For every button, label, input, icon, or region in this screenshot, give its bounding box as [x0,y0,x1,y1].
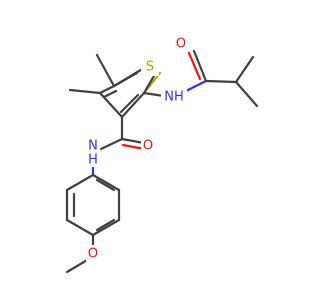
oxygen-isobutyramide-atom: O [174,36,188,54]
bond-c4-c5-double [102,89,118,99]
bond-n-c-carbonyl [182,79,208,94]
sulfur-atom: S [141,58,159,76]
bond-ph-inner-c [95,178,116,192]
nh-isobutyramide-atom: NH [161,87,187,105]
bond-c5-methyl [95,53,116,88]
bond-carboxamide-co-double [121,143,146,151]
oxygen-methoxy-atom: O [86,245,100,263]
bond-ch-methyl-down [234,80,259,108]
nh-isobutyramide-label: NH [164,90,184,105]
bond-ph-6-1 [91,173,121,192]
chemical-structure: S O NH O N H O [65,36,259,274]
bond-carboxamide-n [99,137,124,151]
structure-canvas: S O NH O N H O [65,36,259,274]
bond-carboxamide-co [120,137,146,145]
bond-co-amide [192,49,208,83]
bond-ch-methyl-up [234,55,255,84]
bond-ph-3-4 [65,218,95,237]
bonds-layer [65,49,259,274]
oxygen-carboxamide-label: O [143,139,153,154]
bond-c4-c5 [98,84,116,95]
bond-o-methyl [65,257,91,274]
bond-c4-methyl [68,88,102,95]
nh-carboxamide-atom: N H [86,137,100,168]
bond-c2-n [142,91,166,98]
bond-ph-4-5 [91,218,121,237]
bond-c2-c3-double [119,93,140,114]
bond-c2-c3 [120,91,146,119]
sulfur-label: S [146,60,154,75]
bond-co-amide-double [187,51,202,81]
oxygen-methoxy-label: O [88,247,98,262]
labels-layer: S O NH O N H O [86,36,188,263]
bond-carbonyl-ch [204,79,238,84]
nh-carboxamide-h-label: H [88,153,98,168]
nh-carboxamide-n-label: N [88,139,98,154]
oxygen-carboxamide-atom: O [141,137,155,155]
oxygen-isobutyramide-label: O [176,37,186,52]
bond-ph-1-2 [65,173,95,192]
bond-ph-inner-b [95,218,116,232]
